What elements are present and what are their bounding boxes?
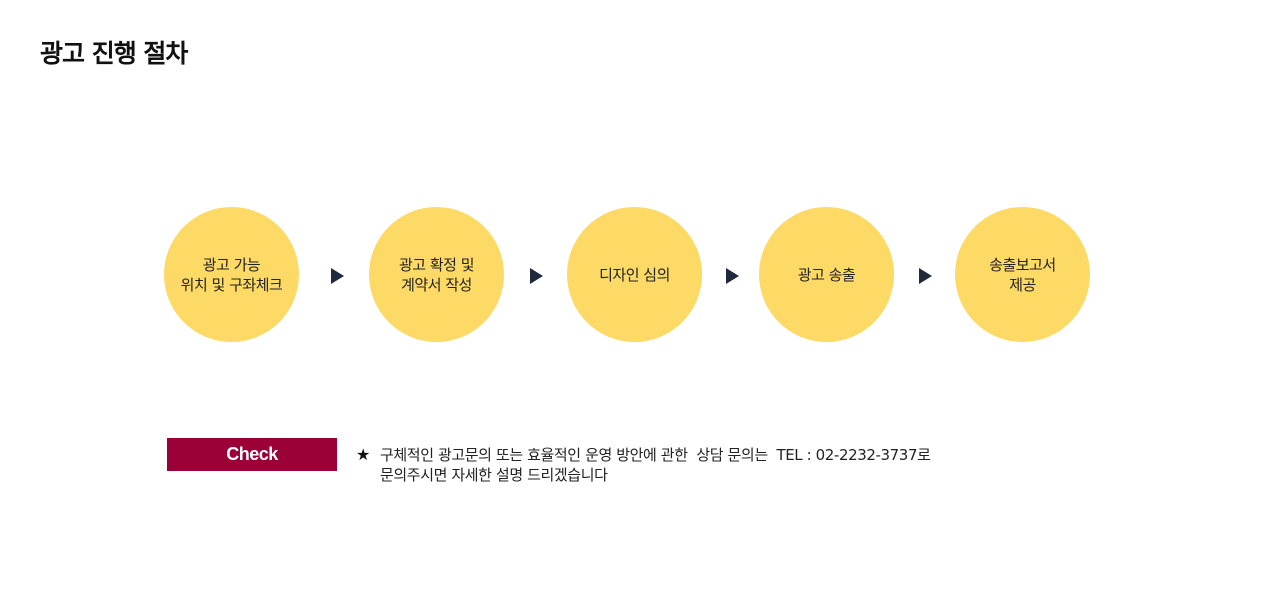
- arrow-right-icon: [530, 268, 543, 284]
- arrow-right-icon: [726, 268, 739, 284]
- step-label: 디자인 심의: [599, 265, 670, 284]
- contact-notice: ★ 구체적인 광고문의 또는 효율적인 운영 방안에 관한 상담 문의는 TEL…: [356, 445, 931, 485]
- step-label: 광고 확정 및 계약서 작성: [398, 255, 475, 294]
- step-label: 광고 송출: [797, 265, 856, 284]
- step-design-review: 디자인 심의: [567, 207, 702, 342]
- step-label: 송출보고서 제공: [989, 255, 1056, 294]
- star-icon: ★: [356, 445, 370, 464]
- check-badge: Check: [167, 438, 337, 471]
- page-title: 광고 진행 절차: [40, 39, 188, 68]
- step-contract: 광고 확정 및 계약서 작성: [369, 207, 504, 342]
- step-broadcast: 광고 송출: [759, 207, 894, 342]
- arrow-right-icon: [919, 268, 932, 284]
- arrow-right-icon: [331, 268, 344, 284]
- step-label: 광고 가능 위치 및 구좌체크: [180, 255, 283, 294]
- notice-line-2: 문의주시면 자세한 설명 드리겠습니다: [380, 466, 608, 484]
- step-report: 송출보고서 제공: [955, 207, 1090, 342]
- notice-line-1: 구체적인 광고문의 또는 효율적인 운영 방안에 관한 상담 문의는 TEL :…: [380, 446, 931, 464]
- step-location-check: 광고 가능 위치 및 구좌체크: [164, 207, 299, 342]
